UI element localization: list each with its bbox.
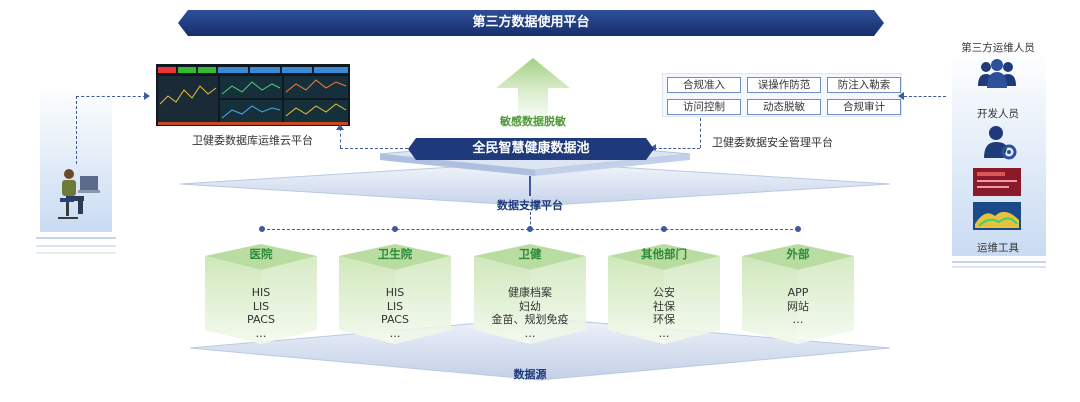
security-feature-grid: 合规准入 误操作防范 防注入勒索 访问控制 动态脱敏 合规审计 bbox=[662, 73, 902, 117]
upward-arrow-icon bbox=[496, 58, 570, 138]
security-item: 防注入勒索 bbox=[827, 77, 901, 93]
list-item: PACS bbox=[247, 313, 275, 326]
support-platform-label: 数据支撑平台 bbox=[497, 199, 563, 212]
list-item: … bbox=[658, 326, 670, 340]
monitor-caption: 卫健委数据库运维云平台 bbox=[192, 134, 313, 147]
source-cube bbox=[339, 244, 451, 344]
security-item: 合规准入 bbox=[667, 77, 741, 93]
group-users-icon bbox=[978, 59, 1016, 88]
list-item: … bbox=[255, 326, 267, 340]
list-item: 妇幼 bbox=[519, 299, 541, 313]
list-item: 社保 bbox=[653, 299, 675, 313]
security-item: 访问控制 bbox=[667, 99, 741, 115]
list-item: LIS bbox=[386, 299, 404, 313]
developers-label: 开发人员 bbox=[977, 108, 1019, 120]
data-source-label: 数据源 bbox=[513, 368, 547, 381]
developer-gear-icon bbox=[984, 126, 1017, 160]
desensitization-label: 敏感数据脱敏 bbox=[500, 115, 566, 128]
list-item: 环保 bbox=[653, 313, 675, 326]
security-caption: 卫健委数据安全管理平台 bbox=[712, 136, 833, 149]
source-items-hospital: HIS LIS PACS … bbox=[206, 286, 316, 340]
bus-node bbox=[661, 226, 667, 232]
list-item: PACS bbox=[381, 313, 409, 326]
list-item: HIS bbox=[251, 286, 271, 299]
banner-title: 第三方数据使用平台 bbox=[472, 15, 590, 30]
source-items-external: APP 网站 … bbox=[743, 286, 853, 327]
third-party-ops-label: 第三方运维人员 bbox=[961, 42, 1035, 54]
arrow-head-icon bbox=[336, 124, 344, 130]
list-item: 金苗、规划免疫 bbox=[491, 313, 569, 326]
bus-node bbox=[259, 226, 265, 232]
list-item: APP bbox=[787, 286, 809, 299]
source-items-health-center: HIS LIS PACS … bbox=[340, 286, 450, 340]
source-name-health-commission: 卫健 bbox=[518, 247, 542, 261]
bus-node bbox=[527, 226, 533, 232]
source-cube bbox=[474, 244, 586, 344]
list-item: … bbox=[389, 326, 401, 340]
arrow-head-icon bbox=[144, 92, 150, 100]
list-item: 公安 bbox=[653, 286, 675, 299]
list-item: LIS bbox=[252, 299, 270, 313]
operator-icon bbox=[58, 169, 100, 219]
top-banner bbox=[178, 10, 884, 36]
list-item: … bbox=[524, 326, 536, 340]
source-name-external: 外部 bbox=[786, 247, 810, 261]
source-name-other-departments: 其他部门 bbox=[641, 247, 687, 261]
list-item: HIS bbox=[385, 286, 405, 299]
source-name-hospital: 医院 bbox=[249, 247, 273, 261]
ops-tools-label: 运维工具 bbox=[977, 242, 1019, 254]
ops-tool-screenshot bbox=[973, 168, 1021, 196]
security-item: 误操作防范 bbox=[747, 77, 821, 93]
list-item: 网站 bbox=[787, 299, 809, 313]
data-pool-ribbon bbox=[408, 138, 654, 160]
list-item: … bbox=[792, 313, 804, 326]
arrow-head-icon bbox=[898, 92, 904, 100]
source-name-health-center: 卫生院 bbox=[377, 247, 413, 261]
bus-node bbox=[392, 226, 398, 232]
source-cube bbox=[205, 244, 317, 344]
bus-node bbox=[795, 226, 801, 232]
ops-tool-3d-chart bbox=[973, 202, 1021, 230]
source-cube bbox=[742, 244, 854, 344]
list-item: 健康档案 bbox=[508, 286, 552, 299]
source-items-other-departments: 公安 社保 环保 … bbox=[609, 286, 719, 340]
monitor-dashboard-thumbnail bbox=[156, 64, 350, 126]
source-items-health-commission: 健康档案 妇幼 金苗、规划免疫 … bbox=[475, 286, 585, 340]
data-pool-title: 全民智慧健康数据池 bbox=[472, 141, 590, 156]
security-item: 合规审计 bbox=[827, 99, 901, 115]
source-cube bbox=[608, 244, 720, 344]
security-item: 动态脱敏 bbox=[747, 99, 821, 115]
